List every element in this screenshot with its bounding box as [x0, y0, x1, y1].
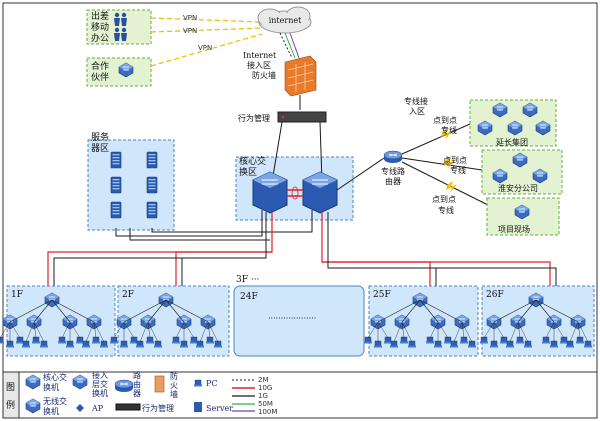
internet-label: internet — [269, 16, 302, 25]
vpn-links — [150, 17, 263, 67]
legend-wireless-label-2: 换机 — [43, 406, 59, 416]
legend-pc-label: PC — [206, 379, 218, 388]
legend-50m-label: 50M — [258, 400, 273, 408]
floor-label-24F: 24F — [240, 292, 258, 302]
internet-link-purple — [289, 32, 300, 59]
one-g-distribution — [53, 212, 557, 292]
dedicated-router-icon — [383, 150, 403, 164]
legend-access-label-1: 接入 — [92, 370, 108, 380]
legend-core-switch-label-2: 换机 — [43, 382, 59, 392]
floor-24F — [233, 285, 365, 357]
vpn-label-2: VPN — [183, 27, 197, 35]
legend-10g-label: 10G — [258, 384, 272, 392]
floor-1F — [0, 285, 116, 357]
core-switch-left-icon — [252, 171, 288, 214]
internet-zone-label-2: 接入区 — [247, 60, 271, 70]
legend-firewall-label-3: 墙 — [170, 389, 178, 399]
legend-title-2: 例 — [6, 399, 15, 411]
floor-24F-dots: ··················· — [268, 314, 316, 323]
server-zone — [87, 139, 175, 231]
vpn-label-1: VPN — [183, 14, 197, 22]
site-label-2: 淮安分公司 — [498, 183, 538, 193]
internet-link-dashed — [279, 32, 293, 59]
floor-26F — [480, 285, 595, 357]
p2p-label-3b: 专线 — [438, 205, 454, 215]
server-zone-label-2: 器区 — [91, 143, 109, 154]
behavior-management-icon — [277, 111, 327, 123]
p2p-label-1a: 点到点 — [433, 116, 457, 125]
p2p-label-1b: 专线 — [441, 125, 457, 135]
partner-label-1: 合作 — [91, 60, 109, 72]
site-label-3: 项目现场 — [498, 225, 530, 234]
remote-label-1: 出差 — [91, 10, 109, 22]
p2p-bolt-icons — [441, 128, 457, 193]
legend-access-label-2: 层交 — [92, 379, 108, 389]
legend-behavior-label: 行为管理 — [142, 403, 174, 413]
dedicated-zone-label-2: 入区 — [409, 107, 425, 116]
server-core-links — [115, 210, 313, 241]
legend-router-icon — [114, 379, 134, 393]
firewall-label: 防火墙 — [252, 70, 276, 80]
trunk-bundle-icon — [291, 186, 299, 200]
legend-core-switch-label-1: 核心交 — [43, 372, 67, 382]
floor-2F — [110, 285, 230, 357]
floor-label-26F: 26F — [486, 290, 504, 300]
behavior-mgmt-label: 行为管理 — [238, 113, 270, 123]
floor-label-2F: 2F — [122, 290, 134, 300]
internet-zone-label-1: Internet — [243, 51, 277, 60]
legend-server-label: Server — [206, 404, 233, 413]
legend-firewall-label-2: 火 — [170, 381, 178, 390]
dedicated-router-label-1: 专线路 — [381, 166, 405, 176]
ten-g-distribution — [47, 212, 551, 292]
floor-label-1F: 1F — [11, 290, 23, 300]
core-router-link — [336, 157, 385, 191]
core-switch-right-icon — [302, 171, 338, 214]
legend-ap-label: AP — [91, 404, 104, 413]
legend-1g-label: 1G — [258, 392, 268, 400]
dedicated-router-label-2: 由器 — [385, 176, 401, 186]
floor-label-25F: 25F — [373, 290, 391, 300]
legend-router-label-1: 路 — [133, 370, 141, 380]
remote-label-2: 移动 — [91, 21, 109, 33]
legend-behavior-icon — [115, 403, 141, 411]
floor-gap-label: 3F ··· — [236, 275, 260, 285]
legend-firewall-icon — [154, 375, 165, 393]
legend-pc-icon — [193, 379, 203, 387]
server-zone-label-1: 服务 — [91, 131, 109, 143]
site-label-1: 延长集团 — [496, 137, 528, 147]
legend-2m-label: 2M — [258, 376, 269, 384]
floor-25F — [364, 285, 479, 357]
remote-label-3: 办公 — [91, 32, 109, 44]
p2p-label-3a: 点到点 — [432, 195, 456, 204]
legend-router-label-3: 器 — [133, 389, 141, 398]
core-zone-label-1: 核心交 — [239, 155, 266, 167]
legend-ap-icon — [76, 404, 84, 412]
core-zone-label-2: 换区 — [239, 166, 257, 178]
legend-server-icon — [194, 402, 202, 412]
firewall-icon — [284, 55, 317, 97]
dedicated-zone-label-1: 专线接 — [404, 96, 428, 106]
legend-wireless-label-1: 无线交 — [43, 396, 67, 406]
legend-100m-label: 100M — [258, 408, 277, 416]
p2p-label-2b: 专线 — [450, 165, 466, 175]
legend-box — [2, 371, 598, 419]
behavior-core-link-2 — [319, 121, 323, 183]
partner-label-2: 伙伴 — [91, 71, 109, 83]
legend-firewall-label-1: 防 — [170, 371, 178, 381]
legend-title-1: 图 — [6, 382, 15, 393]
internet-link-green — [284, 32, 296, 59]
vpn-label-3: VPN — [198, 44, 212, 52]
p2p-label-2a: 点到点 — [443, 156, 467, 165]
legend-access-label-3: 换机 — [92, 388, 108, 398]
behavior-core-link-1 — [271, 121, 283, 183]
legend-router-label-2: 由 — [133, 379, 141, 389]
